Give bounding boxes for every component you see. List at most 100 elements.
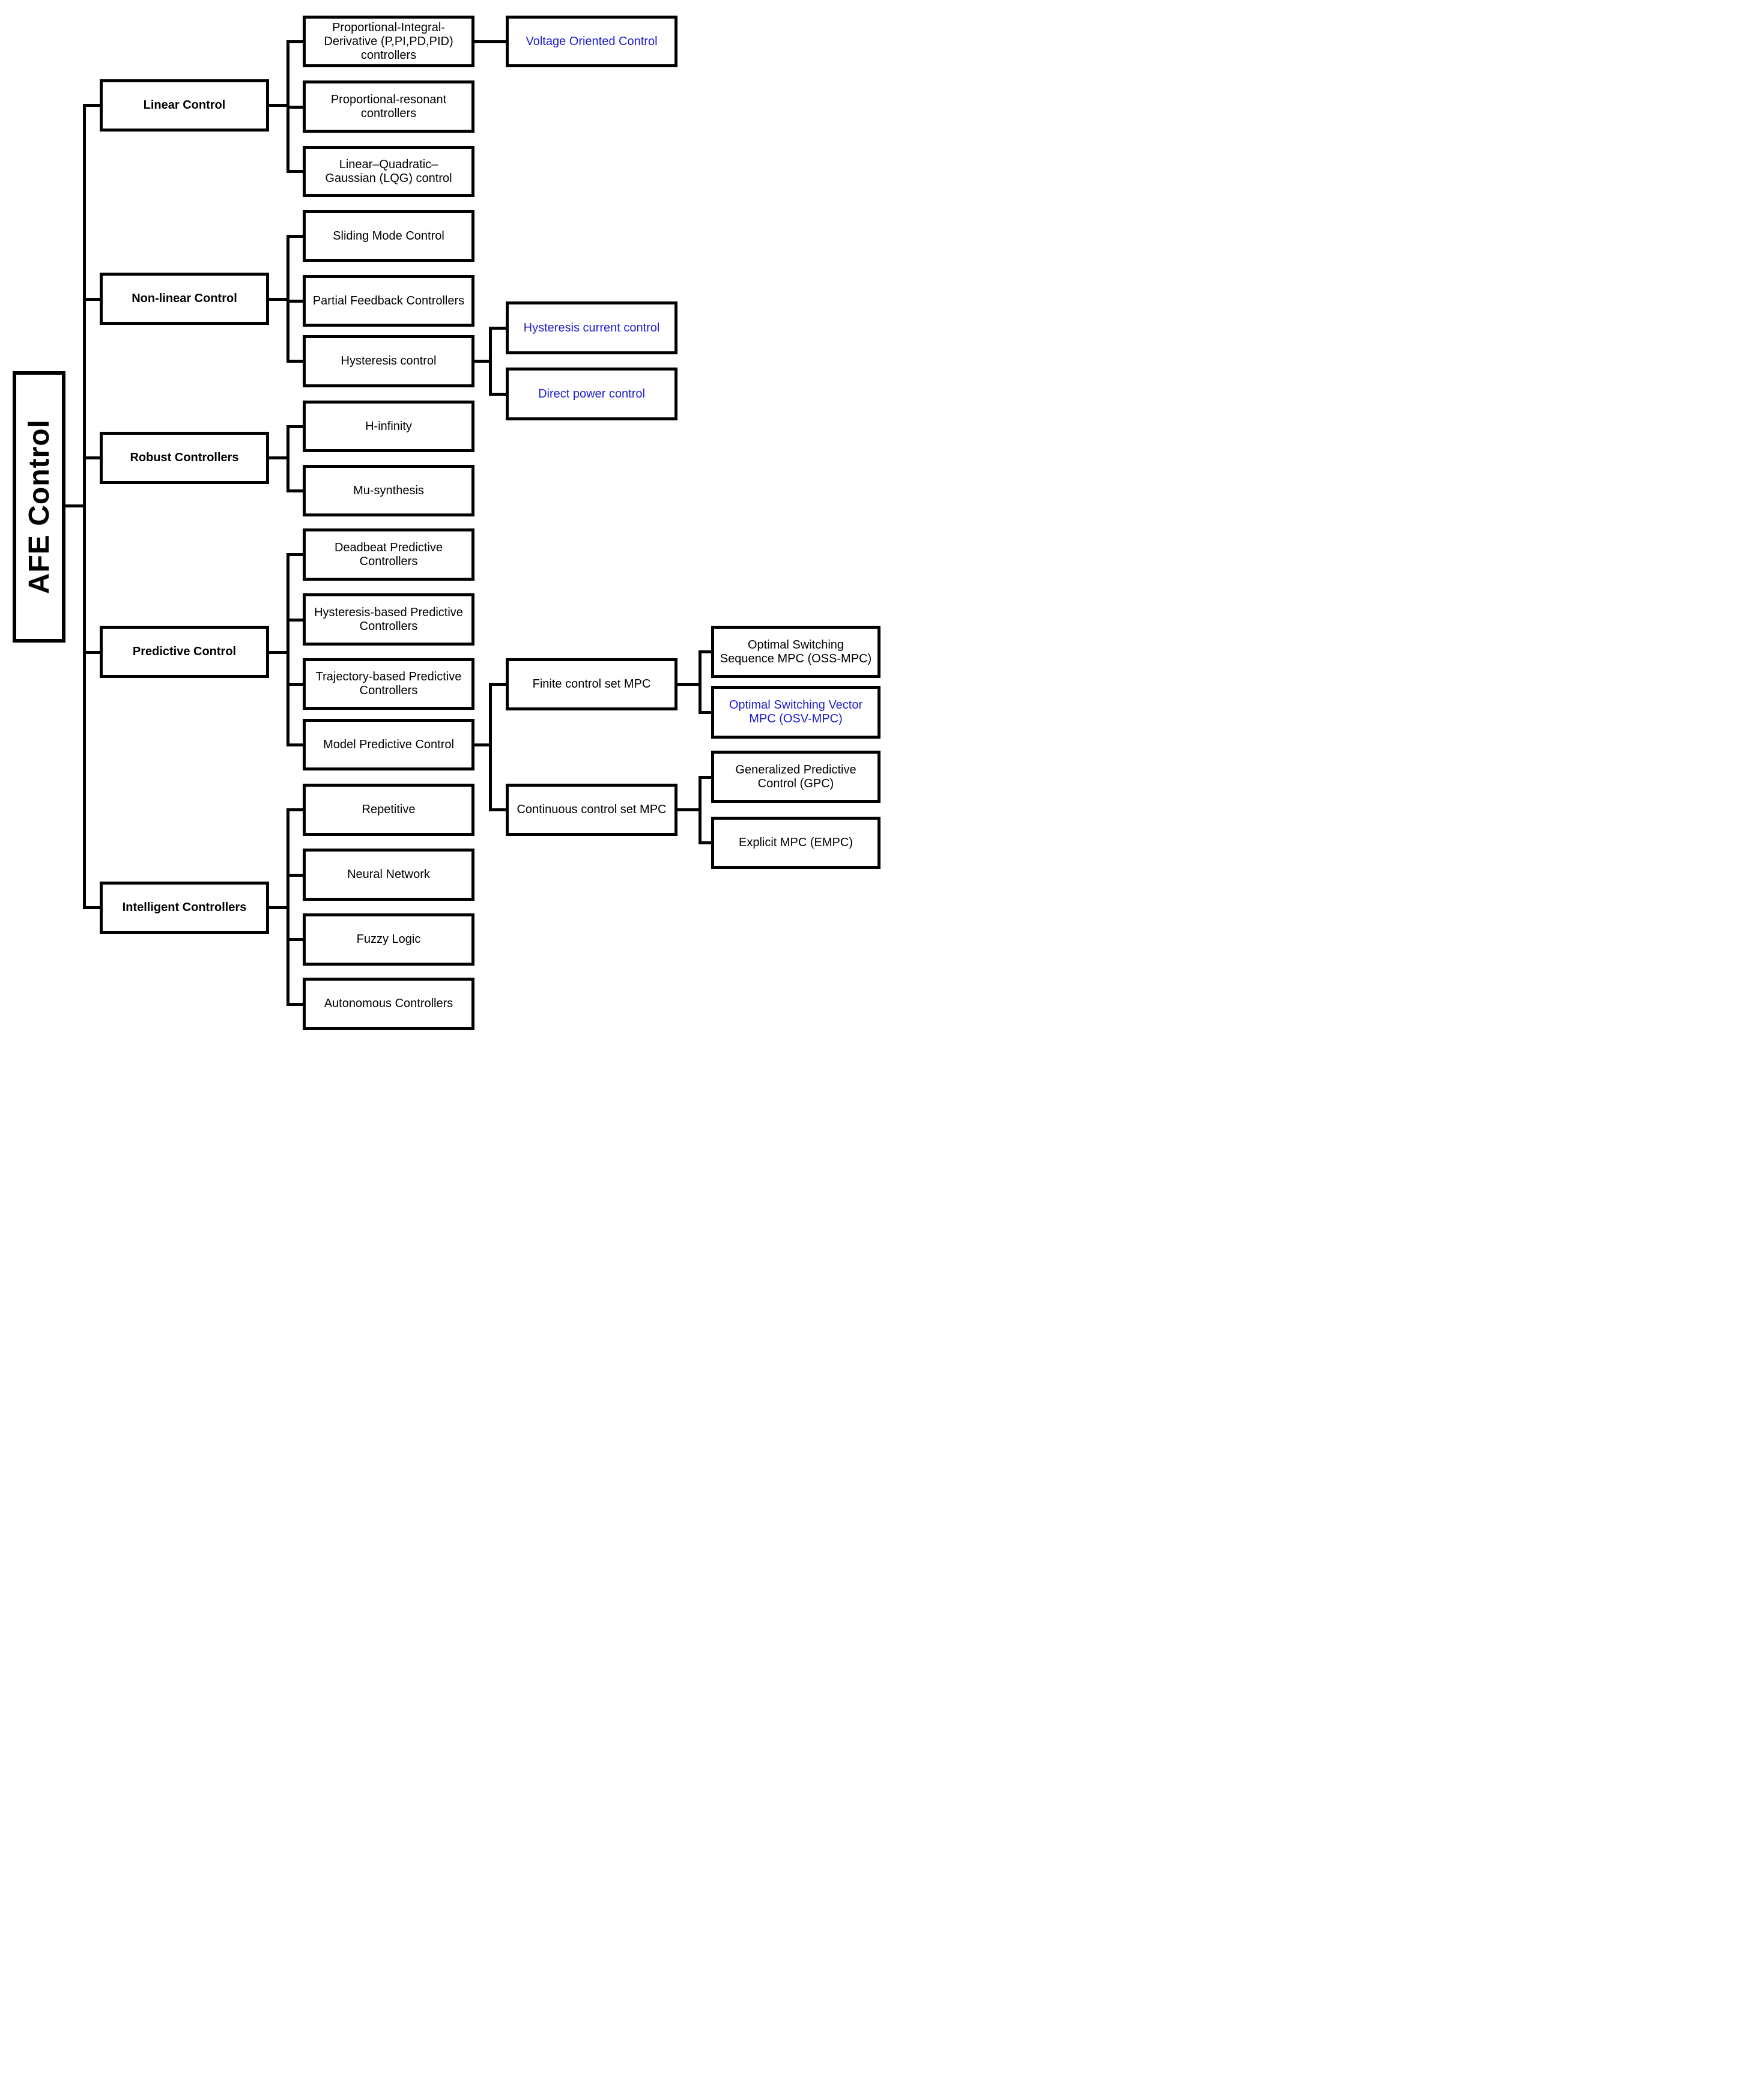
- connector-to-fuzzy: [286, 938, 305, 941]
- node-label: Proportional-Integral- Derivative (P,PI,…: [324, 20, 453, 62]
- node-label: Voltage Oriented Control: [526, 34, 658, 48]
- afe-control-tree-diagram: AFE Control Linear Control Non-linear Co…: [0, 0, 882, 1036]
- node-label: Optimal Switching Vector MPC (OSV-MPC): [729, 698, 863, 725]
- connector-to-neural: [286, 874, 305, 877]
- connector-root-trunk: [64, 504, 86, 507]
- connector-trunk-predictive: [83, 651, 101, 654]
- node-label: Intelligent Controllers: [122, 901, 247, 914]
- connector-branch-mpc: [489, 683, 492, 811]
- connector-hysteresis-branch: [473, 360, 491, 363]
- node-label: Partial Feedback Controllers: [312, 294, 465, 307]
- node-nonlinear-control: Non-linear Control: [100, 273, 269, 325]
- node-label: H-infinity: [365, 419, 412, 433]
- root-node-afe-control: AFE Control: [13, 371, 65, 643]
- node-label: Explicit MPC (EMPC): [738, 836, 853, 849]
- node-mu-synthesis: Mu-synthesis: [303, 465, 474, 516]
- connector-to-gpc: [699, 776, 712, 779]
- node-direct-power-control: Direct power control: [506, 368, 677, 420]
- node-label: Model Predictive Control: [323, 737, 454, 751]
- node-label: Finite control set MPC: [532, 677, 651, 691]
- node-label: Continuous control set MPC: [517, 803, 667, 816]
- connector-to-pid: [286, 40, 305, 43]
- node-hysteresis-control: Hysteresis control: [303, 335, 474, 387]
- connector-continuous-branch: [676, 808, 701, 811]
- connector-to-sliding: [286, 235, 305, 238]
- node-lqg-control: Linear–Quadratic– Gaussian (LQG) control: [303, 146, 474, 197]
- node-pid-controllers: Proportional-Integral- Derivative (P,PI,…: [303, 16, 474, 67]
- node-label: Predictive Control: [132, 645, 237, 658]
- node-label: Repetitive: [362, 803, 416, 816]
- node-label: Autonomous Controllers: [324, 997, 453, 1010]
- node-osv-mpc: Optimal Switching Vector MPC (OSV-MPC): [711, 686, 880, 739]
- node-finite-control-set-mpc: Finite control set MPC: [506, 658, 677, 710]
- node-oss-mpc: Optimal Switching Sequence MPC (OSS-MPC): [711, 626, 880, 678]
- node-label: Neural Network: [347, 868, 430, 881]
- connector-branch-predictive: [286, 553, 289, 746]
- connector-to-hystpred: [286, 619, 305, 622]
- node-robust-controllers: Robust Controllers: [100, 432, 269, 484]
- connector-to-hysteresis: [286, 360, 305, 363]
- node-neural-network: Neural Network: [303, 849, 474, 901]
- node-empc: Explicit MPC (EMPC): [711, 817, 880, 869]
- connector-to-mu: [286, 489, 305, 492]
- node-label: Hysteresis current control: [523, 321, 660, 334]
- connector-to-oss: [699, 650, 712, 653]
- connector-to-hystcur: [489, 327, 507, 330]
- connector-linear-branch: [268, 104, 289, 107]
- connector-to-lqg: [286, 170, 305, 173]
- connector-mpc-branch: [473, 743, 491, 746]
- connector-to-repetitive: [286, 808, 305, 811]
- connector-to-osv: [699, 711, 712, 714]
- node-label: Generalized Predictive Control (GPC): [735, 763, 856, 790]
- node-trajectory-based-predictive: Trajectory-based Predictive Controllers: [303, 658, 474, 710]
- node-proportional-resonant: Proportional-resonant controllers: [303, 80, 474, 133]
- node-hysteresis-based-predictive: Hysteresis-based Predictive Controllers: [303, 593, 474, 646]
- connector-finite-branch: [676, 683, 701, 686]
- node-label: Direct power control: [538, 387, 645, 401]
- node-label: Linear–Quadratic– Gaussian (LQG) control: [325, 157, 452, 185]
- node-label: Optimal Switching Sequence MPC (OSS-MPC): [720, 638, 872, 665]
- connector-nonlinear-branch: [268, 298, 289, 301]
- node-label: Non-linear Control: [132, 292, 237, 305]
- node-partial-feedback-controllers: Partial Feedback Controllers: [303, 275, 474, 327]
- node-voltage-oriented-control: Voltage Oriented Control: [506, 16, 677, 67]
- connector-trunk-intelligent: [83, 906, 101, 909]
- node-label: Fuzzy Logic: [356, 933, 421, 946]
- node-label: Linear Control: [143, 98, 226, 112]
- node-label: Mu-synthesis: [353, 483, 424, 497]
- connector-to-finite: [489, 683, 507, 686]
- node-repetitive: Repetitive: [303, 784, 474, 836]
- connector-to-empc: [699, 841, 712, 844]
- connector-to-autonomous: [286, 1003, 305, 1006]
- node-linear-control: Linear Control: [100, 79, 269, 132]
- node-label: Sliding Mode Control: [333, 229, 444, 243]
- connector-trunk-nonlinear: [83, 298, 101, 301]
- connector-trunk-robust: [83, 456, 101, 459]
- connector-predictive-branch: [268, 651, 289, 654]
- node-hysteresis-current-control: Hysteresis current control: [506, 301, 677, 354]
- node-continuous-control-set-mpc: Continuous control set MPC: [506, 784, 677, 836]
- node-sliding-mode-control: Sliding Mode Control: [303, 210, 474, 262]
- connector-to-continuous: [489, 808, 507, 811]
- connector-to-deadbeat: [286, 553, 305, 556]
- node-deadbeat-predictive: Deadbeat Predictive Controllers: [303, 528, 474, 581]
- node-label: Proportional-resonant controllers: [330, 92, 447, 120]
- node-label: Trajectory-based Predictive Controllers: [315, 670, 462, 697]
- node-label: Hysteresis-based Predictive Controllers: [314, 605, 463, 633]
- connector-to-mpc: [286, 743, 305, 746]
- connector-pid-voc: [473, 40, 507, 43]
- connector-to-trajectory: [286, 683, 305, 686]
- connector-branch-finite: [699, 650, 702, 714]
- root-label: AFE Control: [23, 419, 55, 595]
- node-fuzzy-logic: Fuzzy Logic: [303, 913, 474, 966]
- node-label: Hysteresis control: [341, 354, 437, 368]
- node-label: Robust Controllers: [130, 451, 239, 464]
- node-predictive-control: Predictive Control: [100, 626, 269, 678]
- node-autonomous-controllers: Autonomous Controllers: [303, 978, 474, 1030]
- connector-intelligent-branch: [268, 906, 289, 909]
- node-gpc: Generalized Predictive Control (GPC): [711, 751, 880, 803]
- connector-trunk-linear: [83, 104, 101, 107]
- connector-to-directpower: [489, 393, 507, 396]
- node-model-predictive-control: Model Predictive Control: [303, 719, 474, 770]
- node-label: Deadbeat Predictive Controllers: [334, 540, 443, 568]
